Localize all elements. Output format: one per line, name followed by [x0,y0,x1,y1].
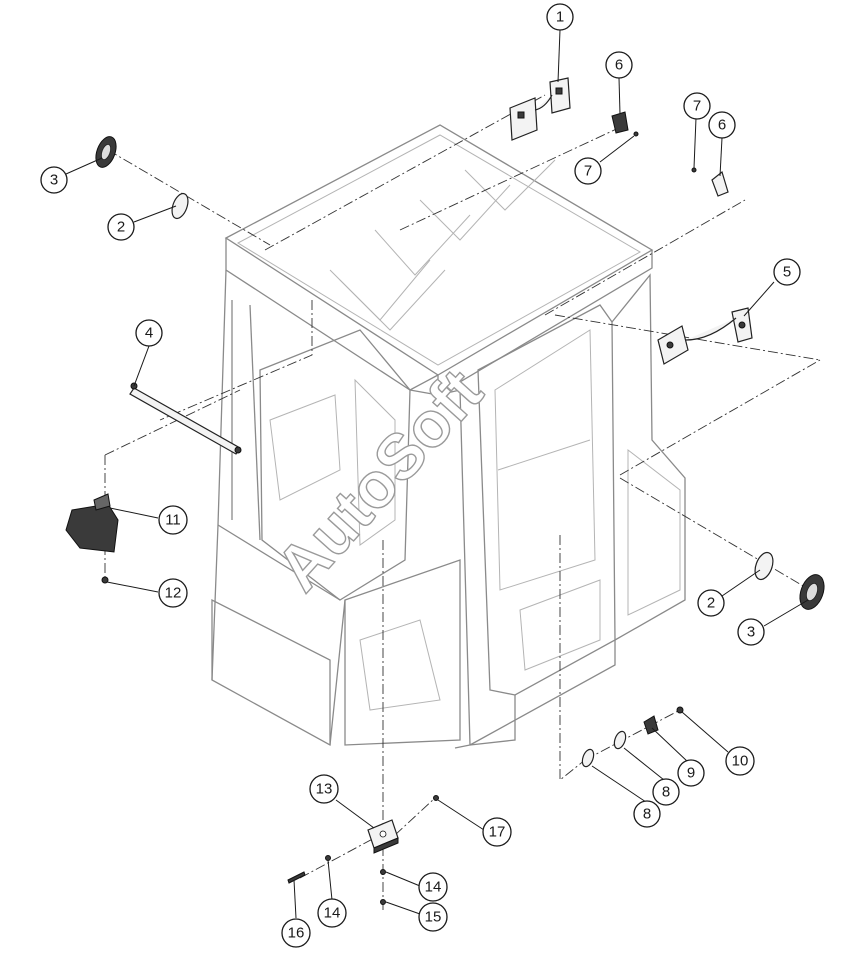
part-3-lamp-left [95,136,117,168]
callout-7-right-label: 7 [693,98,701,115]
callout-2-left: 2 [107,213,135,241]
part-2-lens-left [171,192,189,220]
part-5-latch-assembly [657,307,753,365]
callout-7-upper-label: 7 [584,163,592,180]
callout-7-upper: 7 [574,157,602,185]
callout-1: 1 [546,3,574,31]
callout-11: 11 [158,505,188,535]
callout-8-lower: 8 [633,800,661,828]
part-15-nut [380,899,386,905]
callout-16: 16 [281,918,311,948]
callout-14-left: 14 [317,898,347,928]
callout-14-left-label: 14 [324,905,341,922]
callout-3-right-label: 3 [747,624,755,641]
callout-12-label: 12 [165,585,182,602]
callout-6-right-label: 6 [718,117,726,134]
part-8-washer-a [581,748,595,768]
callout-15: 15 [418,902,448,932]
callout-10: 10 [725,746,755,776]
callout-8-lower-label: 8 [643,806,651,823]
callout-10-label: 10 [732,753,749,770]
callout-leaders [65,29,809,919]
cab-body [211,124,686,749]
explosion-lines [104,94,821,910]
callout-1-label: 1 [556,9,564,26]
part-14-washer-a [325,855,331,861]
callout-13-label: 13 [316,781,333,798]
part-9-striker [643,715,659,735]
callout-8-upper: 8 [652,778,680,806]
callout-3-right: 3 [737,618,765,646]
part-2-lens-right [754,551,774,581]
callout-9-label: 9 [687,765,695,782]
callout-6-upper: 6 [605,51,633,79]
part-10-bolt [676,706,684,714]
part-1-latch-assembly [509,77,571,141]
callout-5-label: 5 [783,264,791,281]
callout-6-right: 6 [708,111,736,139]
callout-12: 12 [158,578,188,608]
part-16-screw [287,871,306,884]
callout-14-right: 14 [418,872,448,902]
part-6-clip-upper [611,111,639,137]
callout-9: 9 [677,759,705,787]
watermark-text: AutoSoft [262,355,496,604]
callout-4: 4 [135,319,163,347]
part-17-bolt [433,795,439,801]
callout-3-left: 3 [40,166,68,194]
part-12-screw [101,576,109,584]
part-4-support-rod [129,382,242,455]
callout-14-right-label: 14 [425,879,442,896]
callout-13: 13 [309,774,339,804]
callout-8-upper-label: 8 [662,784,670,801]
part-8-washer-b [613,730,627,750]
callout-15-label: 15 [425,909,442,926]
callout-7-right: 7 [683,92,711,120]
callout-6-upper-label: 6 [615,57,623,74]
part-3-lamp-right [799,574,825,610]
part-11-interior-mirror [65,493,119,553]
callout-16-label: 16 [288,925,305,942]
callout-17: 17 [482,817,512,847]
callout-2-right: 2 [697,589,725,617]
callout-3-left-label: 3 [50,172,58,189]
callout-2-left-label: 2 [117,219,125,236]
part-6-clip-right [691,167,729,197]
part-13-bracket [367,819,399,854]
callout-5: 5 [773,258,801,286]
callout-2-right-label: 2 [707,595,715,612]
callout-17-label: 17 [489,824,506,841]
callout-4-label: 4 [145,325,153,342]
callout-11-label: 11 [165,512,181,529]
part-14-washer-b [380,869,386,875]
